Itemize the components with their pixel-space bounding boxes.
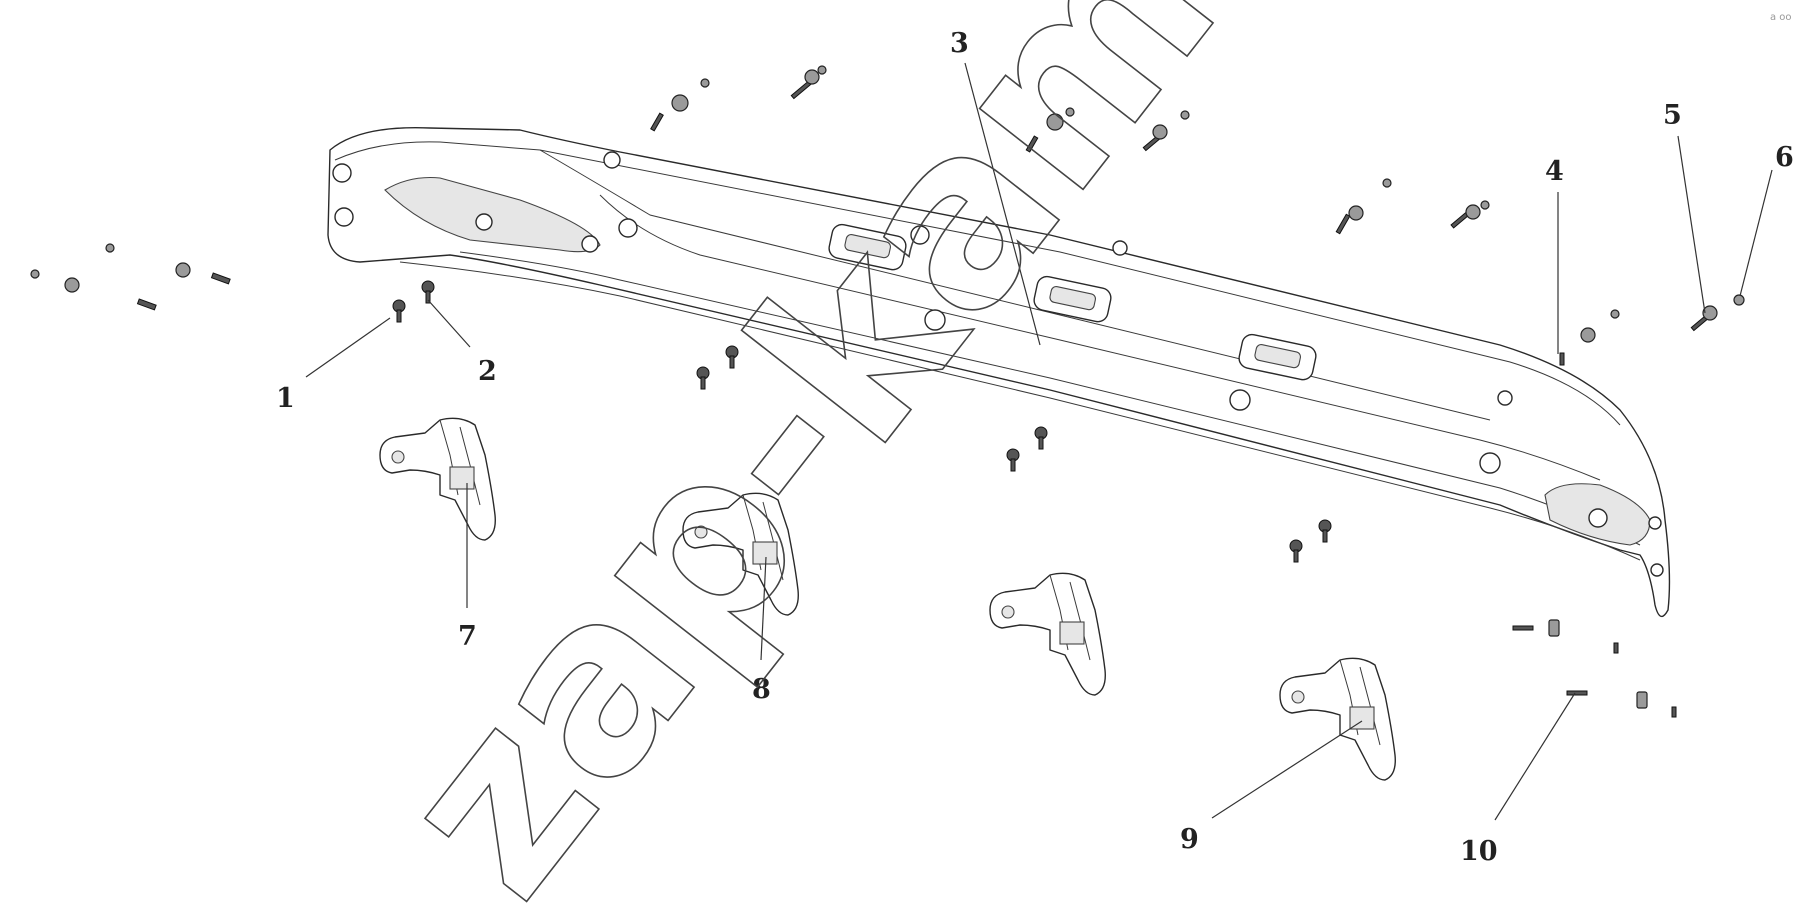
callout-6: 6 xyxy=(1775,142,1794,173)
washer-icon xyxy=(1671,706,1677,718)
callout-4: 4 xyxy=(1545,156,1564,187)
nut-icon xyxy=(175,262,191,278)
bolt-icon xyxy=(210,272,231,285)
washer-icon xyxy=(30,269,40,279)
washer-icon xyxy=(1613,642,1619,654)
bracket-2 xyxy=(682,492,799,616)
push-clip-icon xyxy=(421,280,435,304)
push-clip-icon xyxy=(696,366,710,390)
washer-icon xyxy=(1065,107,1075,117)
tow-slot-right xyxy=(1238,333,1317,381)
nut-icon xyxy=(671,94,689,112)
callout-10: 10 xyxy=(1460,836,1498,867)
push-clip-icon xyxy=(392,299,406,323)
push-clip-icon xyxy=(1289,539,1303,563)
callout-3: 3 xyxy=(950,28,969,59)
washer-icon xyxy=(105,243,115,253)
bolt-icon xyxy=(1025,135,1039,153)
washer-icon xyxy=(1733,294,1745,306)
push-clip-icon xyxy=(1034,426,1048,450)
bolt-icon xyxy=(1566,690,1588,696)
bracket-3 xyxy=(989,572,1106,696)
bracket-4 xyxy=(1279,657,1396,781)
corner-mark: a oo xyxy=(1770,12,1792,23)
fasteners xyxy=(30,65,1745,718)
nut-icon xyxy=(1465,204,1481,220)
bolt-icon xyxy=(1335,213,1351,235)
washer-icon xyxy=(1180,110,1190,120)
bolt-icon xyxy=(650,112,664,132)
callout-1: 1 xyxy=(276,383,295,414)
callout-labels: 1 2 3 4 5 6 7 8 9 10 xyxy=(276,28,1794,867)
callout-7: 7 xyxy=(458,621,477,652)
bracket-1 xyxy=(379,417,496,541)
nut-icon xyxy=(1046,113,1064,131)
bumper-beam xyxy=(327,126,1671,618)
nut-icon xyxy=(1348,205,1364,221)
nut-icon xyxy=(1702,305,1718,321)
nut-icon xyxy=(1636,691,1648,709)
washer-icon xyxy=(1480,200,1490,210)
bolt-icon xyxy=(136,298,157,311)
washer-icon xyxy=(1610,309,1620,319)
bolt-icon xyxy=(1512,625,1534,631)
bolt-icon xyxy=(790,80,812,100)
leader-lines xyxy=(305,62,1773,821)
bolt-icon xyxy=(1559,352,1565,366)
nut-icon xyxy=(1548,619,1560,637)
nut-icon xyxy=(64,277,80,293)
tow-slot-center xyxy=(1033,275,1112,323)
nut-icon xyxy=(1152,124,1168,140)
callout-5: 5 xyxy=(1663,100,1682,131)
push-clip-icon xyxy=(1006,448,1020,472)
nut-icon xyxy=(1580,327,1596,343)
callout-9: 9 xyxy=(1180,824,1199,855)
nut-icon xyxy=(804,69,820,85)
tow-slot-left xyxy=(828,223,907,271)
washer-icon xyxy=(1382,178,1392,188)
washer-icon xyxy=(817,65,827,75)
push-clip-icon xyxy=(725,345,739,369)
callout-2: 2 xyxy=(478,356,497,387)
push-clip-icon xyxy=(1318,519,1332,543)
washer-icon xyxy=(700,78,710,88)
callout-8: 8 xyxy=(752,674,771,705)
